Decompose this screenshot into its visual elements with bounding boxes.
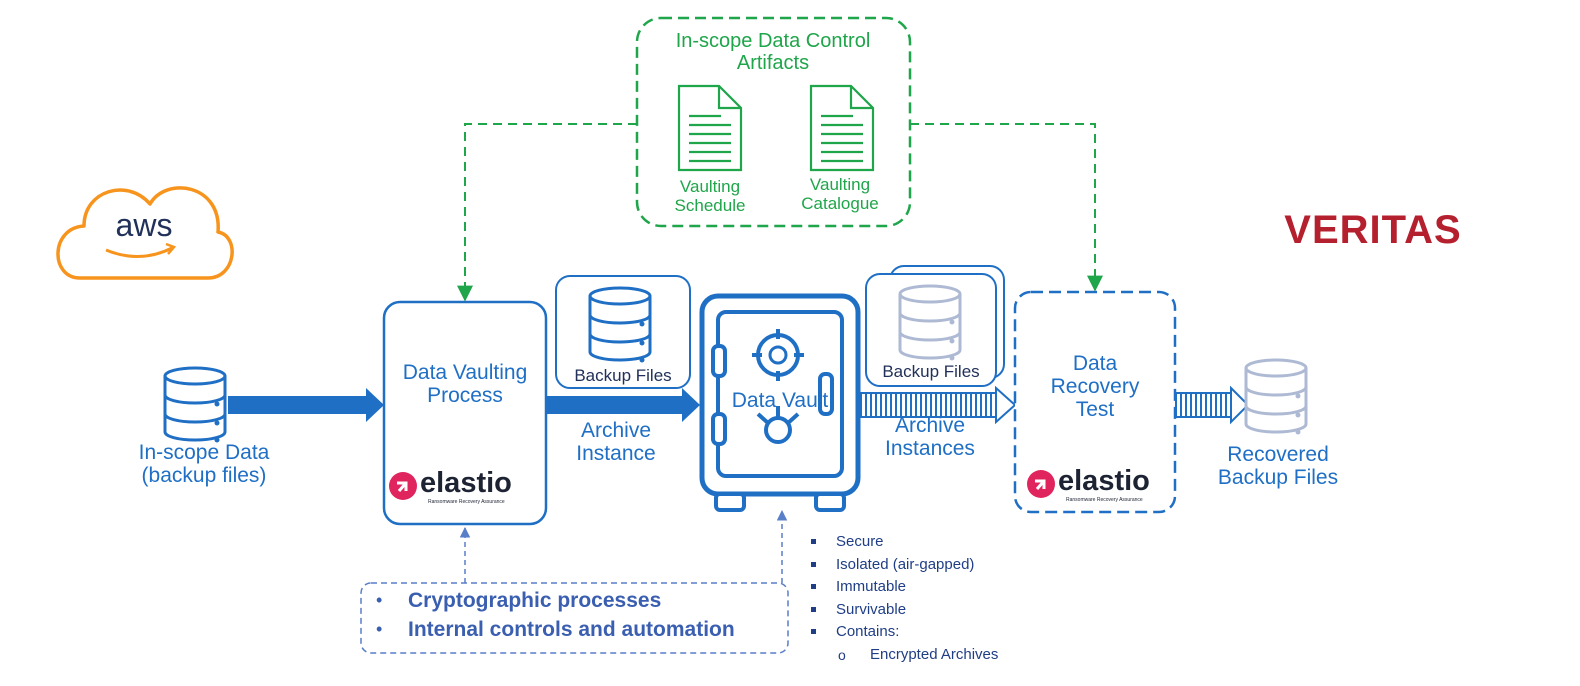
artifact-label-schedule: Vaulting Schedule xyxy=(674,177,746,215)
controls-list-item: Internal controls and automation xyxy=(368,615,784,644)
controls-to-vaulting-connector xyxy=(457,123,637,302)
document-icon xyxy=(677,84,743,172)
veritas-logo: VERITAS xyxy=(1284,208,1462,252)
vault-to-recovery-arrow xyxy=(860,385,1017,425)
archive-instances-label: Archive Instances xyxy=(885,414,975,461)
source-data-label: In-scope Data (backup files) xyxy=(138,441,270,488)
elastio-tagline: Ransomware Recovery Assurance xyxy=(428,499,505,505)
controls-to-recovery-connector xyxy=(910,123,1103,292)
vaulting-process-label: Data Vaulting Process xyxy=(402,361,528,408)
vault-content-item: Encrypted Archives xyxy=(808,644,1068,667)
controls-box-title: In-scope Data Control Artifacts xyxy=(675,30,871,74)
backup-database-icon xyxy=(588,286,652,363)
vault-property-item: Isolated (air-gapped) xyxy=(808,554,1068,577)
controls-list-item: Cryptographic processes xyxy=(368,586,784,615)
source-database-icon xyxy=(163,366,227,443)
recovered-files-label: Recovered Backup Files xyxy=(1217,443,1339,490)
archive-instance-label: Archive Instance xyxy=(576,419,656,466)
controls-list: Cryptographic processes Internal control… xyxy=(368,586,784,644)
vault-properties-list: Secure Isolated (air-gapped) Immutable S… xyxy=(808,531,1068,666)
elastio-logo-text: elastio xyxy=(420,467,512,499)
source-to-vaulting-arrow xyxy=(228,388,384,422)
vault-property-item: Immutable xyxy=(808,576,1068,599)
backup-files-label: Backup Files xyxy=(574,366,672,385)
aws-smile-icon xyxy=(105,246,173,259)
vault-property-item: Contains: xyxy=(808,621,1068,644)
controls-list-box xyxy=(360,582,789,654)
backup-database-icon xyxy=(898,284,962,361)
elastio-tagline: Ransomware Recovery Assurance xyxy=(1066,497,1143,503)
recovered-database-icon xyxy=(1244,358,1308,435)
recovery-to-recovered-arrow xyxy=(1175,385,1250,425)
elastio-logo-icon xyxy=(389,472,417,500)
elastio-logo-text: elastio xyxy=(1058,465,1150,497)
vault-safe-icon xyxy=(699,293,861,512)
backup-files-label: Backup Files xyxy=(882,362,980,381)
controls-box xyxy=(635,16,912,228)
recovery-test-label: Data Recovery Test xyxy=(1050,352,1140,422)
artifact-label-catalogue: Vaulting Catalogue xyxy=(801,175,879,213)
vault-property-item: Secure xyxy=(808,531,1068,554)
vault-label: Data Vault xyxy=(731,389,829,412)
aws-cloud-icon xyxy=(56,186,234,280)
document-icon xyxy=(809,84,875,172)
vaulting-to-vault-arrow xyxy=(546,388,700,422)
elastio-logo-icon xyxy=(1027,470,1055,498)
recovery-test-box xyxy=(1013,290,1177,514)
aws-logo-text: aws xyxy=(115,207,173,243)
vault-property-item: Survivable xyxy=(808,599,1068,622)
